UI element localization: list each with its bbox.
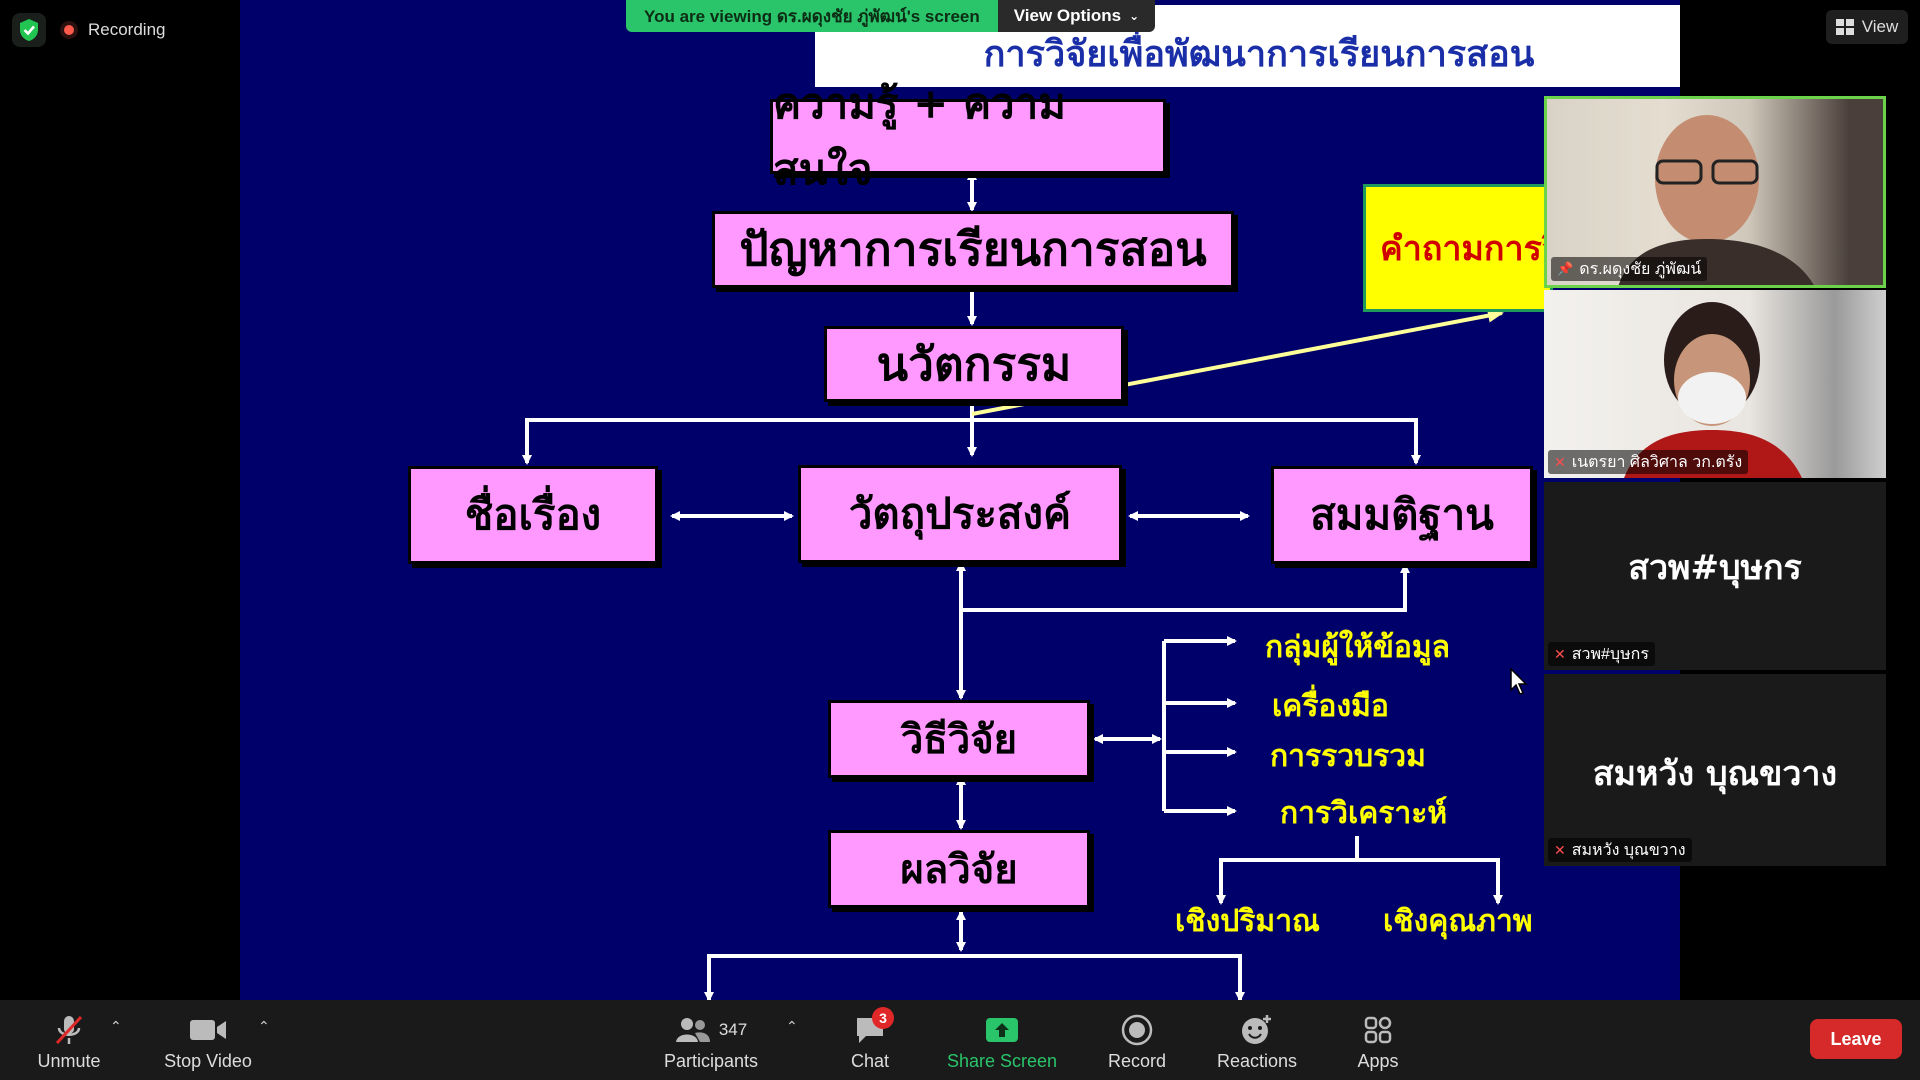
participant-tile-3[interactable]: สวพ#บุษกร ✕ สวพ#บุษกร <box>1544 482 1886 670</box>
box-innovation: นวัตกรรม <box>824 326 1124 402</box>
apps-button[interactable]: Apps <box>1346 1000 1410 1080</box>
box-research-title: ชื่อเรื่อง <box>408 466 658 564</box>
slide-title: การวิจัยเพื่อพัฒนาการเรียนการสอน <box>983 33 1535 75</box>
recording-label: Recording <box>88 20 166 39</box>
mic-muted-icon: ✕ <box>1554 645 1566 662</box>
chat-unread-badge: 3 <box>872 1007 894 1029</box>
recording-dot-icon <box>60 21 78 39</box>
view-label: View <box>1861 17 1899 36</box>
record-button[interactable]: Record <box>1100 1000 1174 1080</box>
chat-label: Chat <box>850 1051 890 1071</box>
participant-tile-2[interactable]: ✕ เนตรยา ศิลวิศาล วก.ตรัง <box>1544 290 1886 478</box>
video-options-caret-icon[interactable]: ⌃ <box>258 1018 270 1034</box>
slide-title-box: การวิจัยเพื่อพัฒนาการเรียนการสอน <box>815 5 1680 87</box>
pin-icon: 📌 <box>1557 261 1574 276</box>
box-research-method: วิธีวิจัย <box>828 700 1090 778</box>
analysis-quantitative: เชิงปริมาณ <box>1175 904 1320 939</box>
smiley-icon <box>1242 1015 1271 1044</box>
shared-screen: การวิจัยเพื่อพัฒนาการเรียนการสอน <box>240 0 1680 1000</box>
participant-name: สมหวัง บุณขวาง <box>1571 841 1686 859</box>
grid-view-icon <box>1835 19 1854 35</box>
viewing-screen-text: You are viewing ดร.ผดุงชัย ภู่พัฒน์'s sc… <box>626 0 998 32</box>
apps-icon <box>1364 1016 1392 1044</box>
participants-label: Participants <box>663 1051 759 1071</box>
record-label: Record <box>1107 1051 1167 1071</box>
share-screen-button[interactable]: Share Screen <box>942 1000 1062 1080</box>
leave-button[interactable]: Leave <box>1810 1019 1902 1059</box>
view-options-button[interactable]: View Options ⌄ <box>997 0 1156 32</box>
flow-arrows <box>522 170 1504 1000</box>
video-camera-icon <box>190 1020 226 1040</box>
view-button[interactable]: View <box>1826 10 1908 44</box>
participant-name: สวพ#บุษกร <box>1571 645 1649 663</box>
box-teaching-problem: ปัญหาการเรียนการสอน <box>712 211 1234 288</box>
mouse-cursor-icon <box>1510 668 1528 695</box>
box-research-result: ผลวิจัย <box>828 830 1090 908</box>
participants-button[interactable]: 347 Participants <box>656 1000 766 1080</box>
method-item-collection: การรวบรวม <box>1270 739 1426 774</box>
audio-options-caret-icon[interactable]: ⌃ <box>110 1018 122 1034</box>
stop-video-label: Stop Video <box>164 1051 252 1071</box>
participant-display-name: สวพ#บุษกร <box>1628 548 1802 588</box>
method-item-informants: กลุ่มผู้ให้ข้อมูล <box>1265 630 1451 665</box>
share-screen-label: Share Screen <box>946 1051 1058 1071</box>
research-question-box: คำถามการวิจัย <box>1363 184 1553 312</box>
participant-tile-1[interactable]: 📌 ดร.ผดุงชัย ภู่พัฒน์ <box>1544 96 1886 288</box>
participant-name-tag: ✕ เนตรยา ศิลวิศาล วก.ตรัง <box>1548 450 1749 474</box>
security-shield-icon[interactable] <box>12 13 46 47</box>
participant-name-tag: ✕ สวพ#บุษกร <box>1548 642 1655 666</box>
reactions-label: Reactions <box>1216 1051 1298 1071</box>
participants-icon <box>675 1018 710 1042</box>
participant-tile-4[interactable]: สมหวัง บุณขวาง ✕ สมหวัง บุณขวาง <box>1544 674 1886 866</box>
chevron-down-icon: ⌄ <box>1129 9 1140 23</box>
screen-share-banner: You are viewing ดร.ผดุงชัย ภู่พัฒน์'s sc… <box>626 0 1156 32</box>
participant-name-tag: ✕ สมหวัง บุณขวาง <box>1548 838 1692 862</box>
mic-muted-icon <box>55 1015 83 1045</box>
method-item-analysis: การวิเคราะห์ <box>1280 796 1448 831</box>
apps-label: Apps <box>1357 1051 1399 1071</box>
unmute-label: Unmute <box>37 1051 101 1071</box>
analysis-qualitative: เชิงคุณภาพ <box>1383 904 1533 939</box>
record-icon <box>1121 1014 1153 1046</box>
unmute-button[interactable]: Unmute <box>26 1000 112 1080</box>
participant-count: 347 <box>718 1020 748 1039</box>
reactions-button[interactable]: Reactions <box>1212 1000 1302 1080</box>
view-options-label: View Options <box>1013 6 1122 25</box>
participants-options-caret-icon[interactable]: ⌃ <box>786 1018 798 1034</box>
mic-muted-icon: ✕ <box>1554 841 1566 858</box>
chat-button[interactable]: 3 Chat <box>838 1000 902 1080</box>
method-item-instrument: เครื่องมือ <box>1272 689 1389 724</box>
box-knowledge-interest: ความรู้ + ความสนใจ <box>770 79 1166 194</box>
box-objective: วัตถุประสงค์ <box>798 465 1122 563</box>
stop-video-button[interactable]: Stop Video <box>158 1000 258 1080</box>
participant-name: ดร.ผดุงชัย ภู่พัฒน์ <box>1579 260 1702 278</box>
mic-muted-icon: ✕ <box>1554 453 1566 470</box>
participant-name-tag: 📌 ดร.ผดุงชัย ภู่พัฒน์ <box>1551 257 1708 281</box>
recording-indicator[interactable]: Recording <box>60 16 166 44</box>
meeting-toolbar: Unmute ⌃ Stop Video ⌃ 347 Participants ⌃… <box>0 1000 1920 1080</box>
participant-video <box>1544 290 1886 478</box>
participant-name: เนตรยา ศิลวิศาล วก.ตรัง <box>1571 453 1743 471</box>
share-screen-icon <box>986 1018 1018 1042</box>
box-hypothesis: สมมติฐาน <box>1271 466 1533 564</box>
participant-display-name: สมหวัง บุณขวาง <box>1592 754 1838 794</box>
